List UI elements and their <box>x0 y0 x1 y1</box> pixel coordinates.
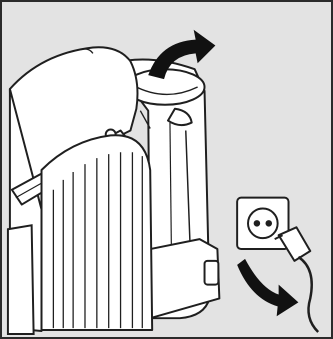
ribbed-panel <box>42 135 153 330</box>
wall-socket-icon <box>237 198 288 249</box>
appliance-illustration <box>2 2 331 337</box>
front-foot <box>8 225 34 334</box>
